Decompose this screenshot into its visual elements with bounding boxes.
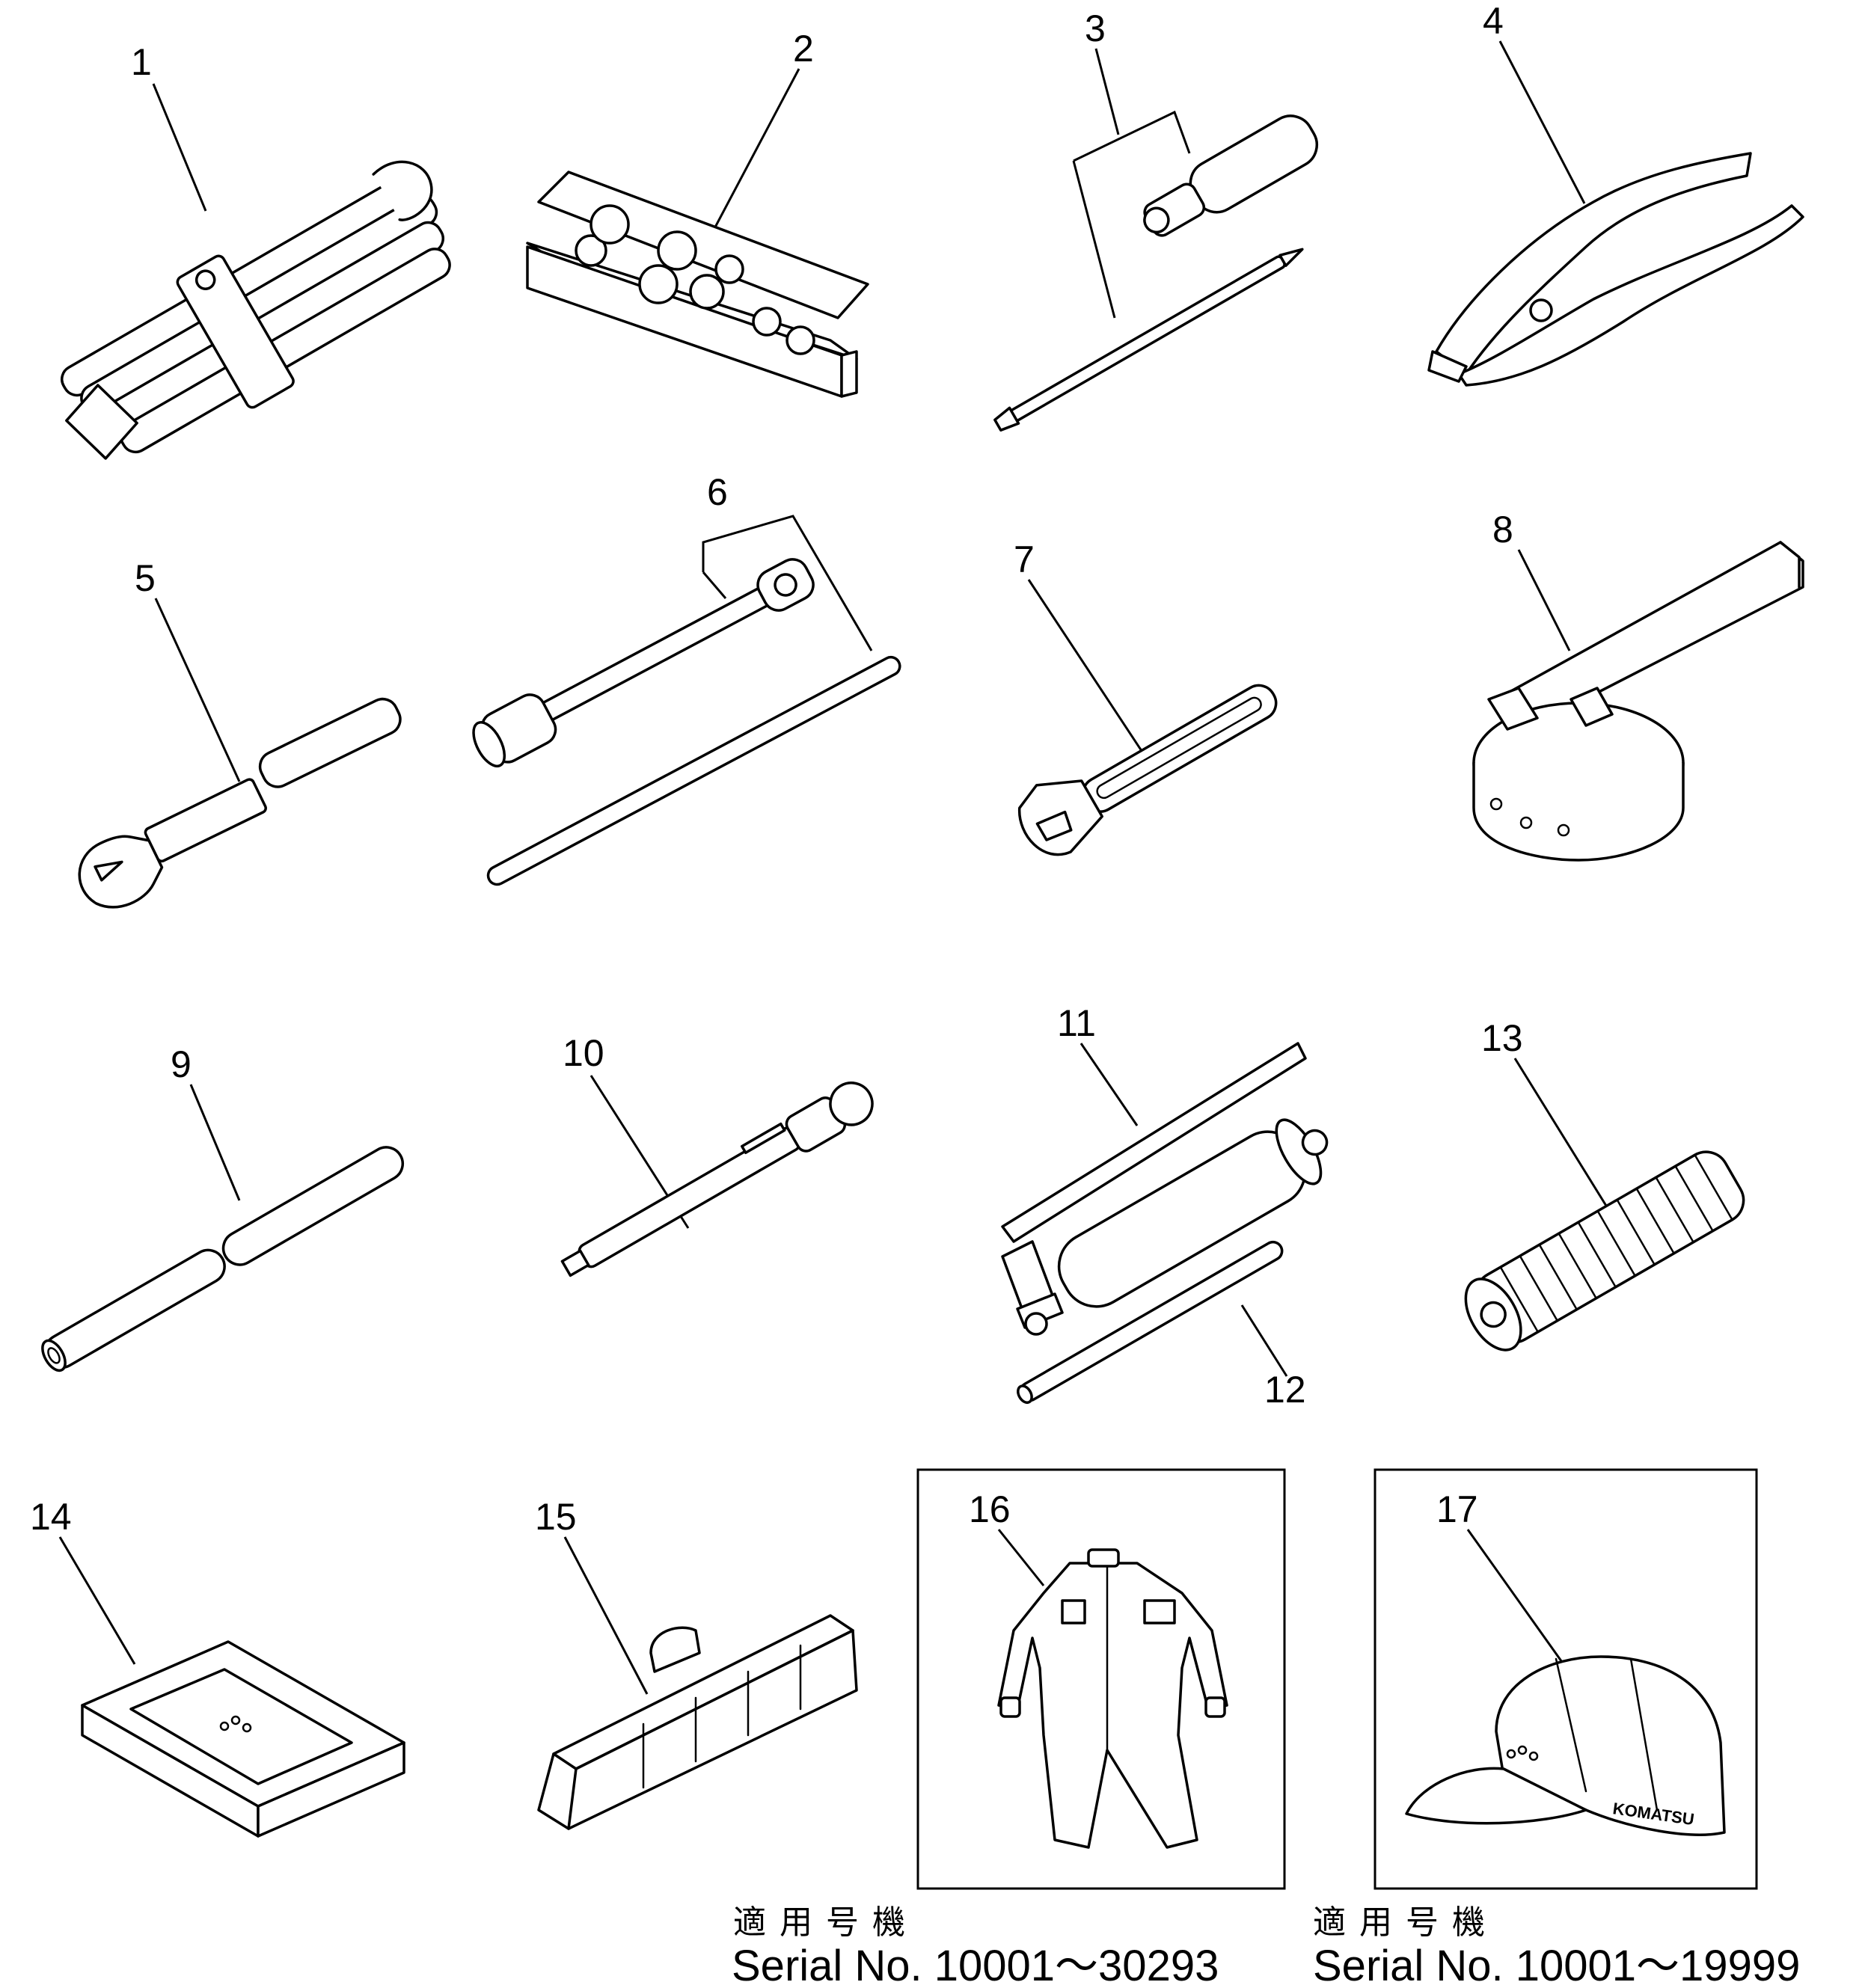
part-7-adjustable-wrench: 7 xyxy=(1014,539,1278,856)
part-17-cap: 17 KOMATSU xyxy=(1374,1468,1758,1890)
callout-17: 17 xyxy=(1436,1488,1478,1530)
part-11-grease-gun: 11 xyxy=(1001,1002,1329,1336)
part-6-box-wrench-and-bar: 6 xyxy=(472,471,901,886)
part-14-case: 14 xyxy=(30,1496,405,1838)
callout-5: 5 xyxy=(135,557,156,599)
callout-15: 15 xyxy=(535,1496,577,1538)
callout-14: 14 xyxy=(30,1496,72,1538)
part-10-grease-rod: 10 xyxy=(560,1032,874,1277)
callout-8: 8 xyxy=(1492,509,1513,550)
part-15-tool-bag: 15 xyxy=(535,1496,858,1830)
part-1-wrench-set: 1 xyxy=(61,41,451,460)
callout-7: 7 xyxy=(1014,539,1035,580)
callout-9: 9 xyxy=(171,1043,192,1085)
serial-label-16: 適用号機 xyxy=(733,1903,919,1942)
callout-16: 16 xyxy=(969,1488,1011,1530)
part-2-socket-set-box: 2 xyxy=(526,28,869,398)
serial-note-16: 適用号機 Serial No. 10001～30293 xyxy=(732,1903,1219,1988)
part-4-pliers: 4 xyxy=(1427,0,1804,387)
callout-11: 11 xyxy=(1057,1002,1096,1044)
serial-range-17: Serial No. 10001～19999 xyxy=(1313,1942,1800,1984)
callout-2: 2 xyxy=(793,28,814,70)
callout-1: 1 xyxy=(131,41,152,83)
serial-label-17: 適用号機 xyxy=(1313,1903,1498,1942)
callout-6: 6 xyxy=(707,471,728,513)
serial-note-17: 適用号機 Serial No. 10001～19999 xyxy=(1313,1903,1800,1988)
part-9-extension-pipe: 9 xyxy=(41,1043,405,1372)
callout-13: 13 xyxy=(1481,1017,1523,1059)
callout-4: 4 xyxy=(1483,0,1504,42)
callout-10: 10 xyxy=(563,1032,604,1074)
part-16-coverall: 16 xyxy=(916,1468,1286,1890)
part-3-screwdriver-set: 3 xyxy=(993,7,1319,432)
part-12-extension-tube: 12 xyxy=(1017,1240,1306,1411)
serial-range-16: Serial No. 10001～30293 xyxy=(732,1942,1219,1984)
callout-3: 3 xyxy=(1085,7,1106,49)
part-5-spanner: 5 xyxy=(78,557,402,909)
part-13-ribbed-grip: 13 xyxy=(1464,1017,1745,1352)
part-8-filter-wrench: 8 xyxy=(1472,509,1804,862)
